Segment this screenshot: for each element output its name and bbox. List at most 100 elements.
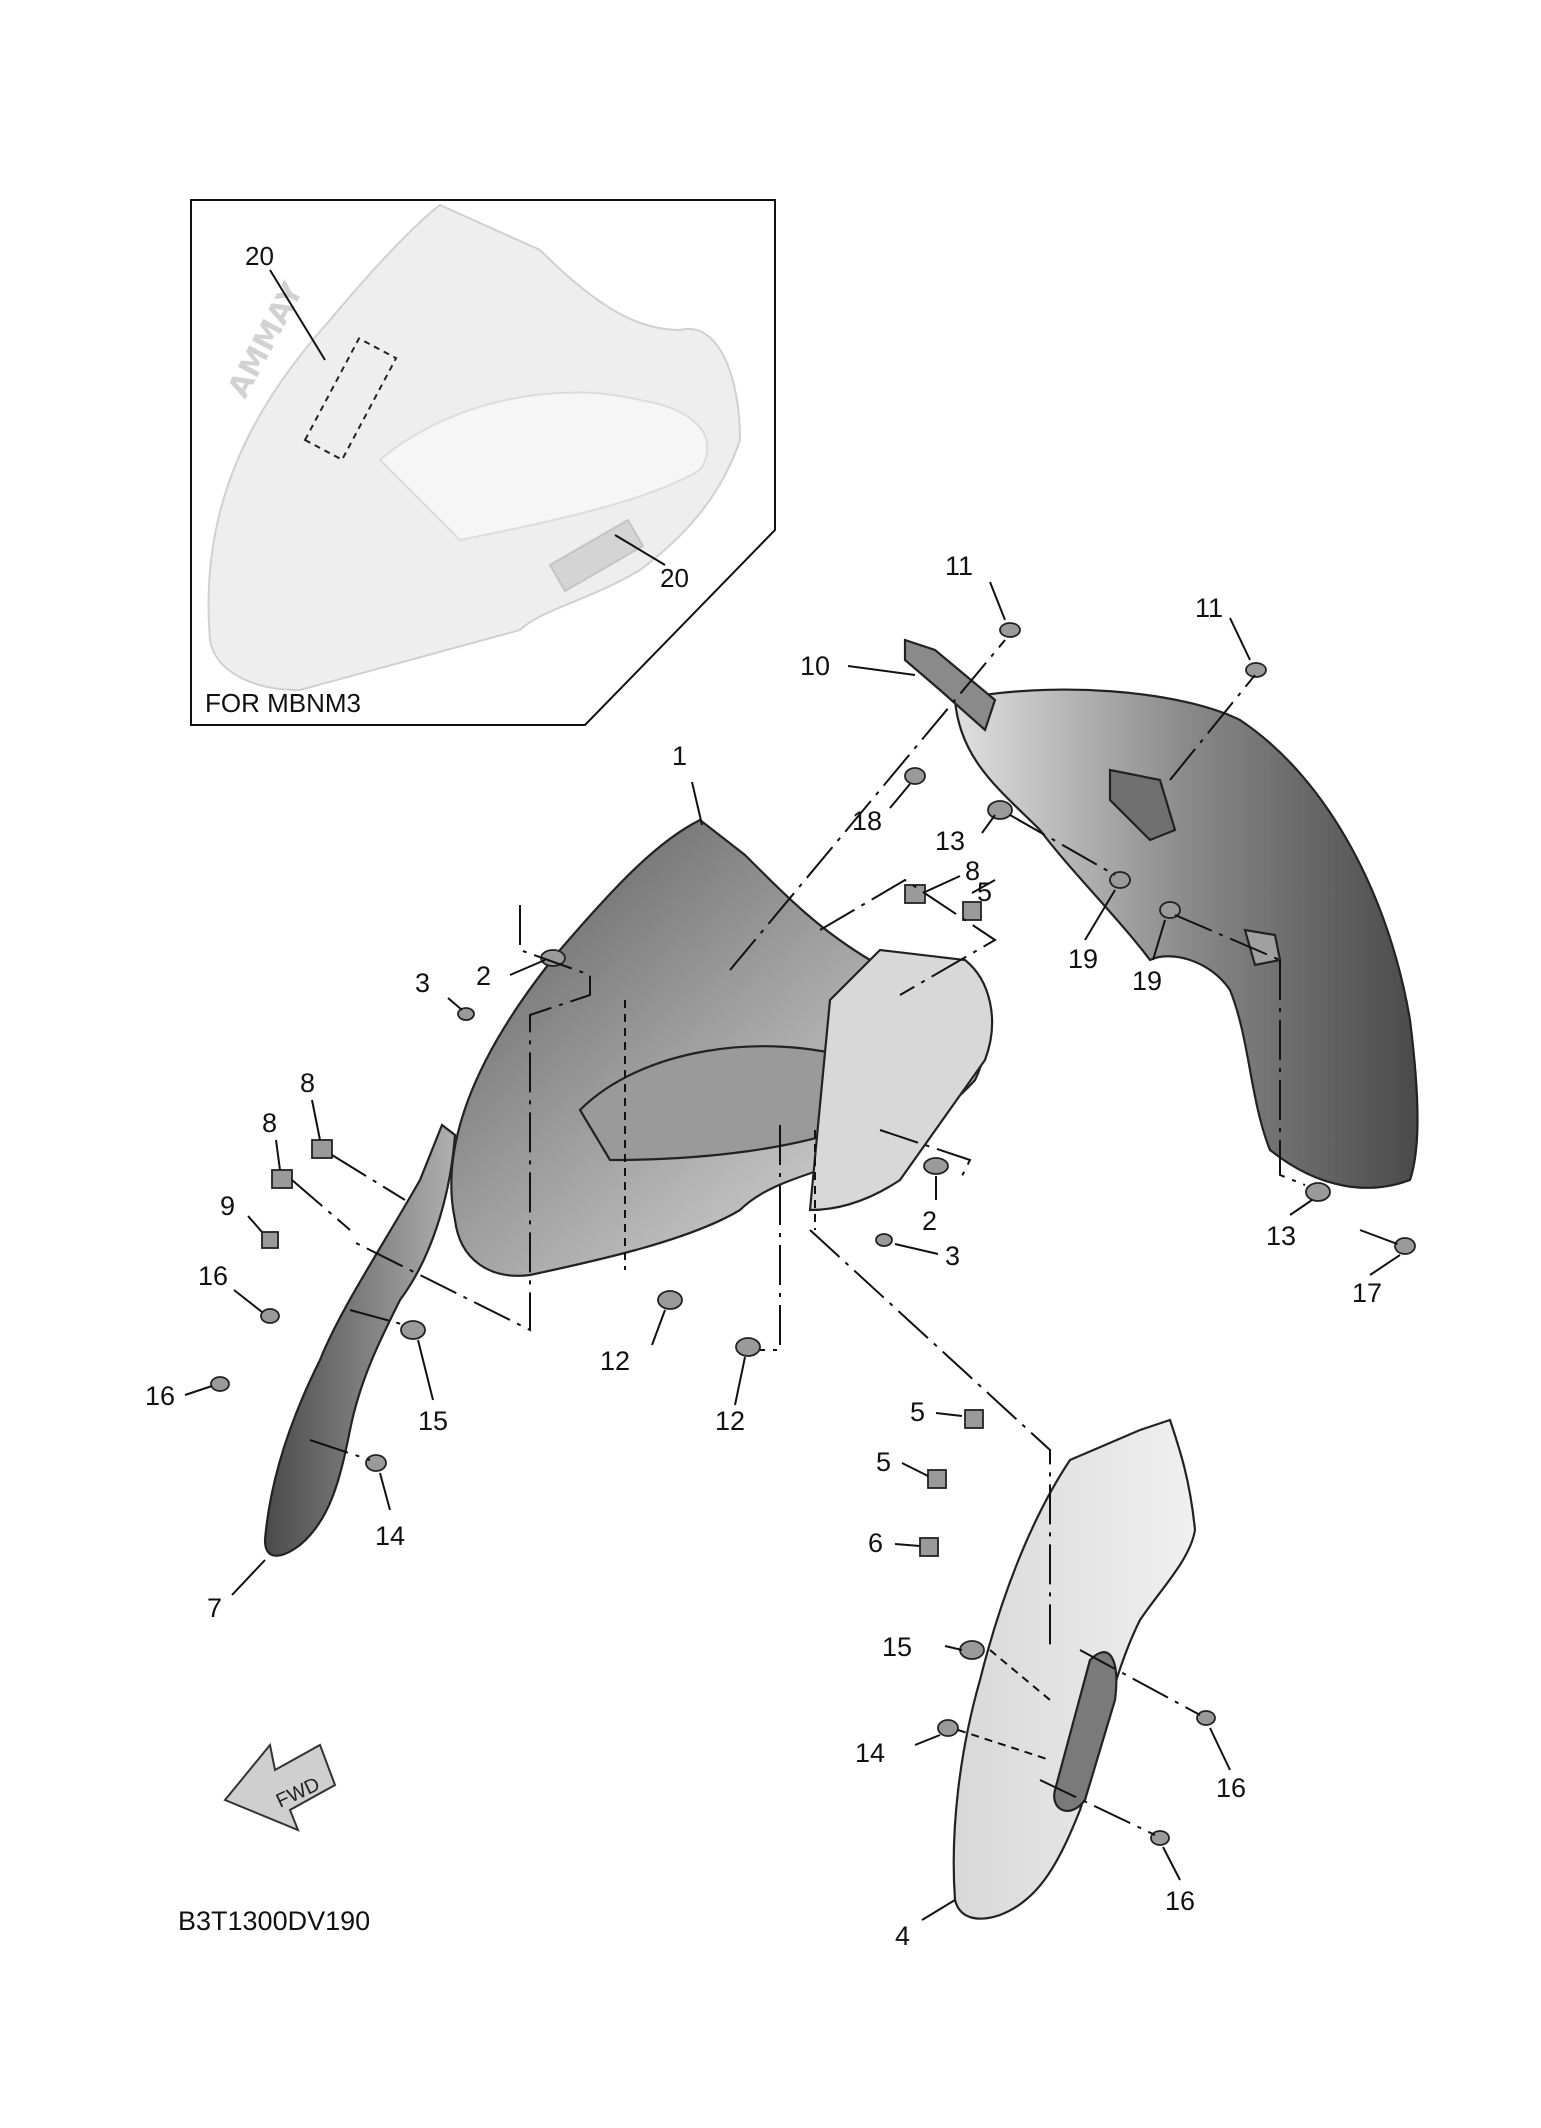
leader-7	[231, 1559, 266, 1596]
bolt-16-b	[210, 1376, 230, 1392]
callout-5-lower: 5	[876, 1447, 891, 1477]
grommet-14-a	[365, 1454, 387, 1472]
drawing-code: B3T1300DV190	[178, 1906, 370, 1936]
leader-2a	[509, 959, 546, 976]
leader-19a	[1084, 889, 1116, 941]
leader-16d	[1162, 1846, 1181, 1881]
callout-19-a: 19	[1068, 944, 1098, 974]
right-panel-body	[952, 1418, 1197, 1920]
leader-19b	[1152, 919, 1166, 961]
screw-3-lower	[875, 1233, 893, 1247]
leader-13b	[1289, 1199, 1313, 1216]
bolt-11-a	[999, 622, 1021, 638]
fasteners	[210, 622, 1416, 1846]
clip-5-c	[927, 1469, 947, 1489]
clip-5-a	[962, 901, 982, 921]
grommet-15-a	[400, 1320, 426, 1340]
inset-callout-20-bottom: 20	[660, 563, 689, 593]
callout-11-a: 11	[945, 551, 973, 581]
callout-12-b: 12	[715, 1406, 745, 1436]
washer-13-a	[987, 800, 1013, 820]
front-fender-side	[808, 948, 994, 1212]
leader-5b	[935, 1412, 963, 1417]
leader-14b	[914, 1734, 941, 1746]
chain-left-14	[309, 1439, 371, 1461]
leader-10	[847, 665, 916, 676]
leader-9	[247, 1215, 263, 1233]
leader-3a	[447, 997, 463, 1011]
callout-19-b: 19	[1132, 966, 1162, 996]
leader-15b	[944, 1645, 963, 1651]
inset-caption: FOR MBNM3	[205, 688, 361, 718]
left-panel-body	[263, 1123, 457, 1557]
callout-10: 10	[800, 651, 830, 681]
bolt-16-c	[1196, 1710, 1216, 1726]
leader-8c	[924, 875, 961, 893]
nut-19-b	[1159, 901, 1181, 919]
callout-12-a: 12	[600, 1346, 630, 1376]
callout-8-a: 8	[300, 1068, 315, 1098]
bolt-18	[904, 767, 926, 785]
nut-8-a	[311, 1139, 333, 1159]
grommet-14-b	[937, 1719, 959, 1737]
leader-16a	[233, 1289, 263, 1313]
inner-fender-mount	[1108, 768, 1177, 842]
inset-callout-20-top: 20	[245, 241, 274, 271]
callout-15-a: 15	[418, 1406, 448, 1436]
chain-left-nut-8a	[331, 1154, 406, 1201]
leader-11b	[1229, 617, 1251, 661]
callout-5-mid: 5	[910, 1397, 925, 1427]
bolt-12-a	[657, 1290, 683, 1310]
leader-4	[921, 1899, 956, 1921]
leader-6	[894, 1543, 921, 1547]
inset-for-mbnm3: AMMAY 20 20 FOR MBNM3	[190, 199, 776, 726]
bolt-11-b	[1245, 662, 1267, 678]
bolt-16-d	[1150, 1830, 1170, 1846]
bolt-2-lower	[923, 1157, 949, 1175]
bolt-12-b	[735, 1337, 761, 1357]
chain-left-frame	[349, 905, 591, 1332]
inner-fender-bracket	[903, 638, 997, 732]
callout-4: 4	[895, 1921, 910, 1951]
leader-5c	[901, 1462, 929, 1477]
callout-2-upper: 2	[476, 961, 491, 991]
leader-8a	[311, 1099, 321, 1141]
callout-numbers: 1 2 2 3 3 4 5 5 5 6 7 8 8 8 9 10 11 11 1…	[145, 551, 1382, 1951]
inset-leader-20-top	[269, 269, 326, 361]
callout-15-b: 15	[882, 1632, 912, 1662]
assembly-lines	[291, 639, 1401, 1836]
chain-left-nut-8b	[291, 1179, 351, 1231]
callout-9: 9	[220, 1191, 235, 1221]
leader-17	[1369, 1254, 1401, 1276]
clip-6	[919, 1537, 939, 1557]
nut-9	[261, 1231, 279, 1249]
chain-rear-13b	[1279, 960, 1306, 1186]
chain-right-frame	[760, 1125, 781, 1351]
callout-16-d: 16	[1165, 1886, 1195, 1916]
leader-lines	[184, 581, 1401, 1921]
chain-right-16c	[1079, 1649, 1201, 1716]
inset-fender-hump	[378, 391, 709, 542]
chain-front-to-bracket	[729, 639, 1006, 971]
callout-5-upper: 5	[977, 877, 992, 907]
callout-8-c: 8	[965, 856, 980, 886]
fwd-arrow: FWD	[223, 1742, 337, 1832]
callout-1: 1	[672, 741, 687, 771]
grommet-15-b	[959, 1640, 985, 1660]
dash-right-14	[957, 1729, 1051, 1761]
callout-8-b: 8	[262, 1108, 277, 1138]
right-side-panel	[952, 1418, 1197, 1920]
leader-3b	[894, 1243, 939, 1255]
callout-14-b: 14	[855, 1738, 885, 1768]
washer-13-b	[1305, 1182, 1331, 1202]
bolt-17	[1394, 1237, 1416, 1255]
callout-3-upper: 3	[415, 968, 430, 998]
callout-3-lower: 3	[945, 1241, 960, 1271]
chain-2-lower	[879, 1129, 972, 1181]
leader-16c	[1209, 1727, 1231, 1771]
callout-16-a: 16	[198, 1261, 228, 1291]
inner-fender-body	[953, 688, 1419, 1189]
chain-13-19a	[1009, 814, 1116, 876]
nut-8-b	[271, 1169, 293, 1189]
chain-11b-to-fender	[1169, 674, 1256, 781]
